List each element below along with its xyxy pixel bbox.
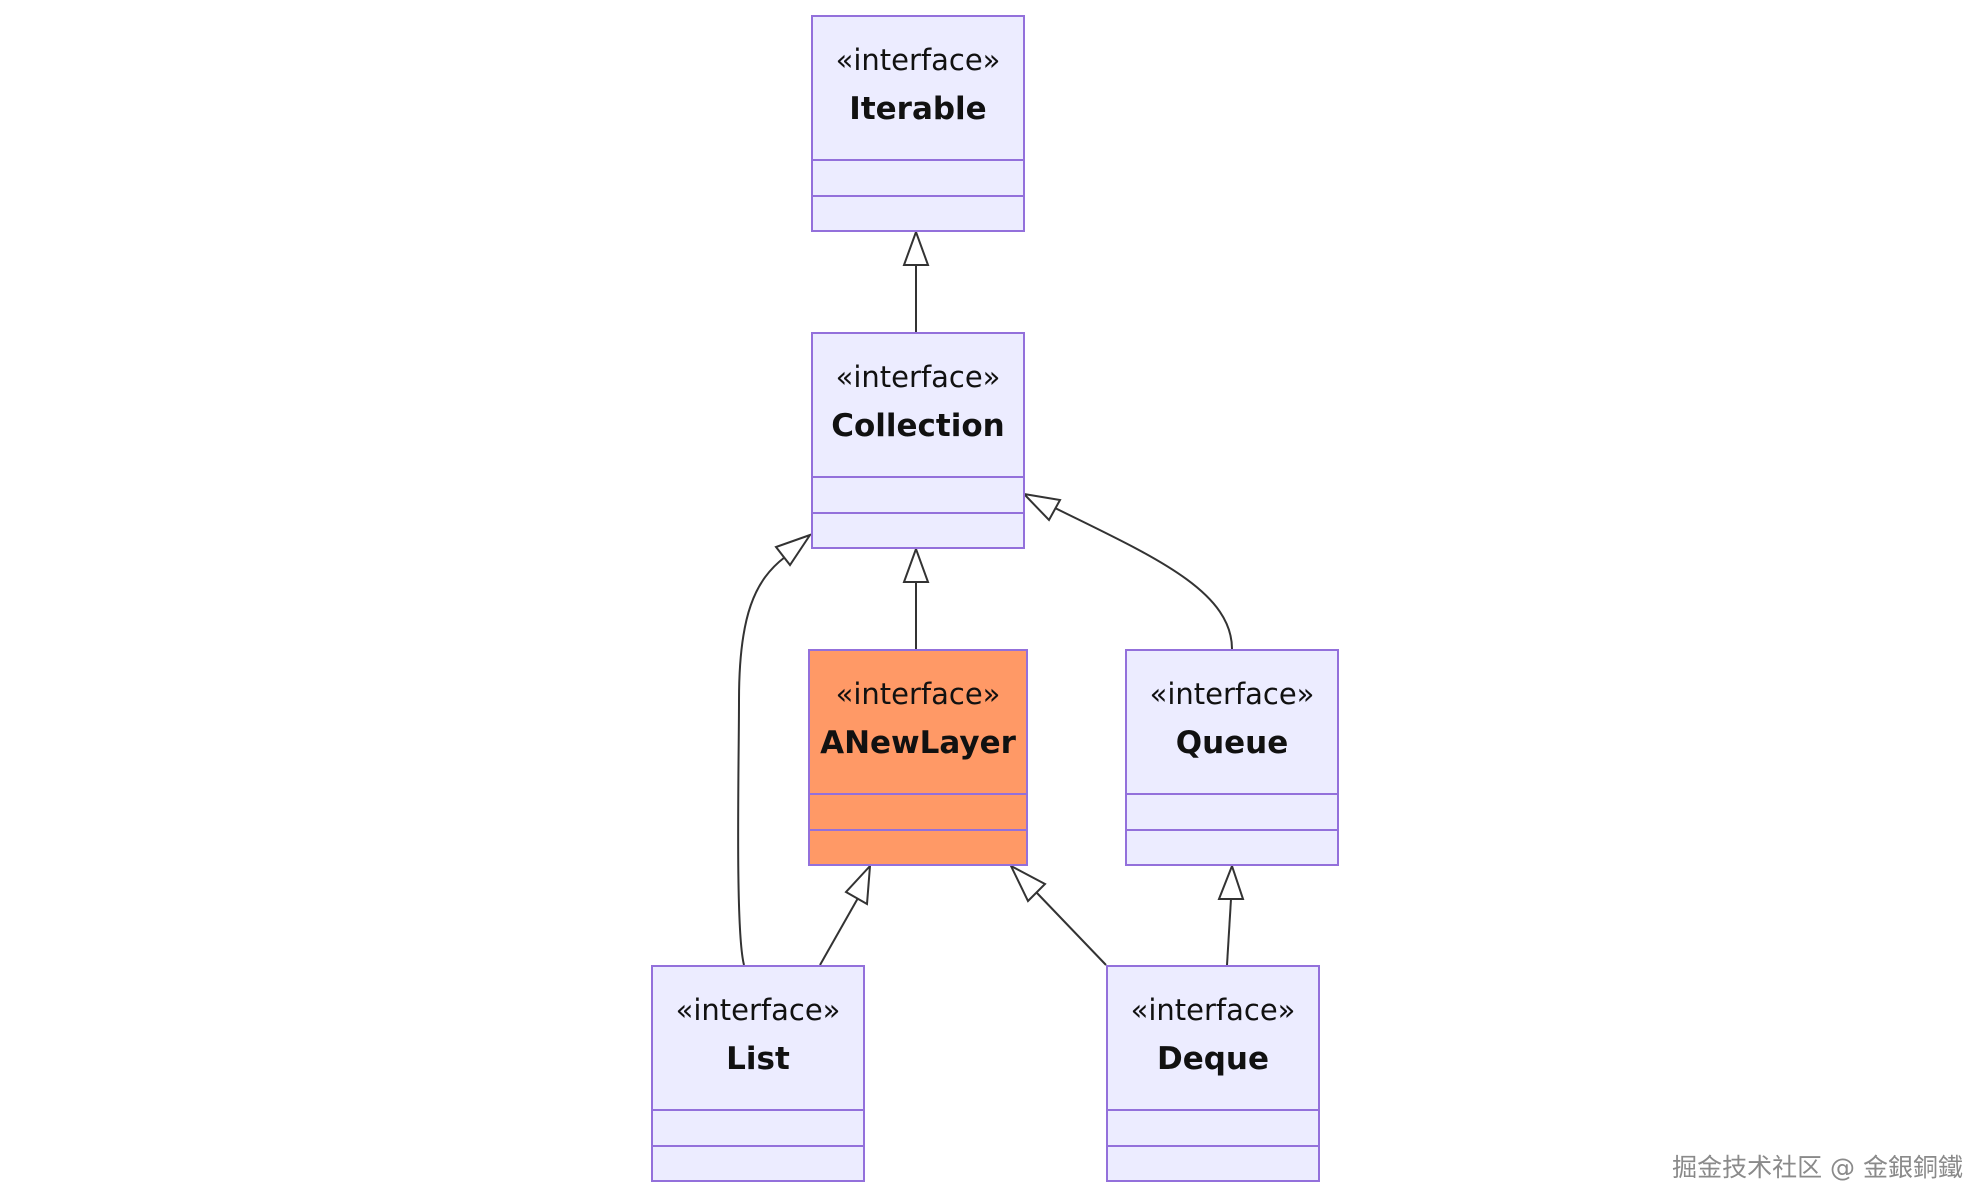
stereotype-label: «interface» [835, 43, 1001, 77]
arrowhead-collection-from-anewlayer [902, 546, 930, 583]
stereotype-label: «interface» [835, 677, 1001, 711]
methods-divider [653, 1145, 863, 1147]
edge-list-anewlayer [819, 897, 859, 966]
class-node-anewlayer: «interface» ANewLayer [808, 649, 1028, 866]
attributes-divider [810, 793, 1026, 795]
methods-divider [813, 512, 1023, 514]
class-name: Queue [1175, 725, 1289, 761]
watermark: 掘金技术社区 @ 金銀銅鐵 [1672, 1153, 1963, 1182]
class-name: Collection [831, 408, 1005, 444]
arrowhead-anewlayer-from-list [844, 863, 872, 906]
arrowhead-collection-from-queue [1021, 492, 1062, 522]
edge-list-collection [737, 556, 786, 966]
stereotype-label: «interface» [835, 360, 1001, 394]
methods-divider [1108, 1145, 1318, 1147]
attributes-divider [813, 159, 1023, 161]
edge-deque-anewlayer [1036, 892, 1107, 966]
stereotype-label: «interface» [1130, 993, 1296, 1027]
class-node-queue: «interface» Queue [1125, 649, 1339, 866]
class-node-iterable: «interface» Iterable [811, 15, 1025, 232]
edge-queue-collection [1054, 507, 1233, 650]
stereotype-label: «interface» [1149, 677, 1315, 711]
attributes-divider [653, 1109, 863, 1111]
arrowhead-collection-from-list [774, 533, 813, 567]
methods-divider [813, 195, 1023, 197]
class-name: List [726, 1041, 790, 1077]
attributes-divider [813, 476, 1023, 478]
class-node-list: «interface» List [651, 965, 865, 1182]
class-name: Deque [1156, 1041, 1270, 1077]
class-node-collection: «interface» Collection [811, 332, 1025, 549]
class-name: ANewLayer [820, 725, 1016, 761]
arrowhead-anewlayer-from-deque [1008, 863, 1047, 903]
arrowhead-iterable [902, 229, 930, 266]
attributes-divider [1127, 793, 1337, 795]
attributes-divider [1108, 1109, 1318, 1111]
edge-deque-queue [1226, 898, 1232, 966]
class-node-deque: «interface» Deque [1106, 965, 1320, 1182]
methods-divider [810, 829, 1026, 831]
arrowhead-queue-from-deque [1217, 863, 1245, 900]
stereotype-label: «interface» [675, 993, 841, 1027]
methods-divider [1127, 829, 1337, 831]
class-name: Iterable [849, 91, 987, 127]
